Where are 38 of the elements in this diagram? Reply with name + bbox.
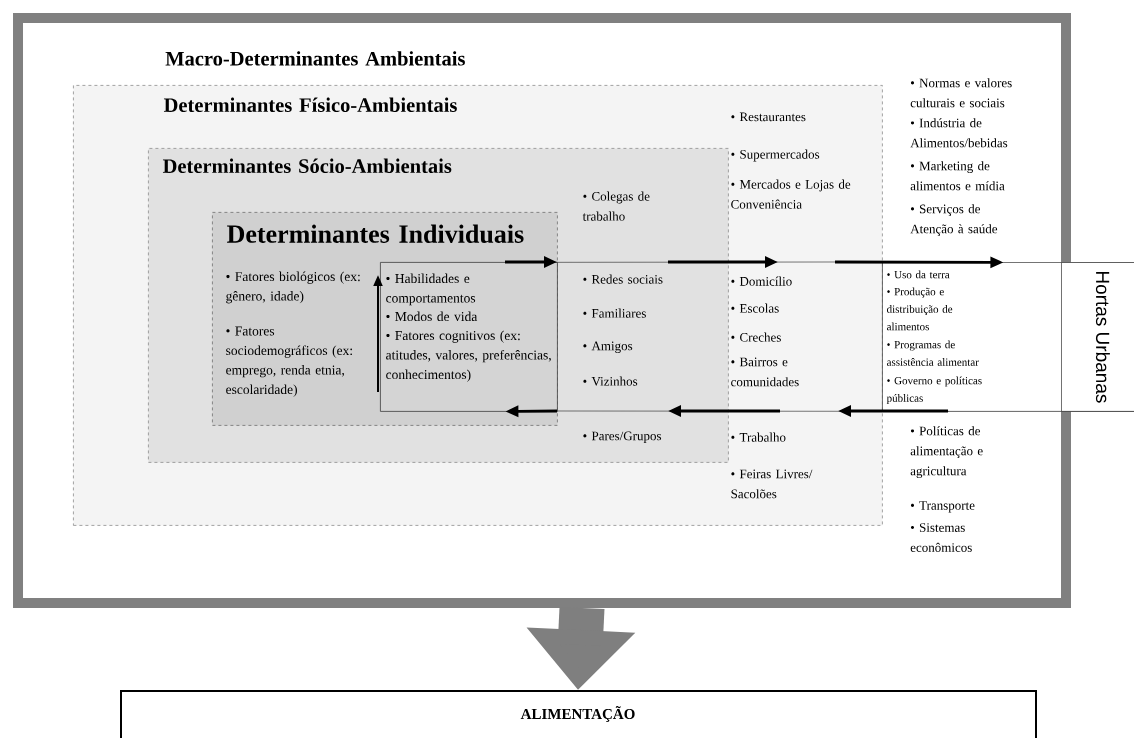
bullet-item: • Produção e distribuição de alimentos: [887, 287, 953, 331]
panel-heading: Determinantes Sócio-Ambientais: [162, 158, 452, 174]
panel-heading: Determinantes Físico-Ambientais: [163, 97, 457, 113]
bullet-item: • Domicílio: [731, 276, 792, 286]
bullet-item: • Marketing de alimentos e mídia: [910, 161, 1005, 191]
node-label: Hortas Urbanas: [1095, 271, 1110, 403]
bullet-item: • Fatores biológicos (ex: gênero, idade): [226, 271, 360, 304]
bullet-item: • Governo e políticas públicas: [886, 376, 982, 405]
panel-heading: Macro-Determinantes Ambientais: [165, 51, 465, 66]
bullet-item: • Bairros e comunidades: [731, 357, 799, 387]
bullet-item: • Mercados e Lojas de Conveniência: [731, 179, 851, 209]
bullet-item: • Trabalho: [731, 432, 786, 442]
bullet-item: • Transporte: [910, 501, 975, 513]
outcome-box: ALIMENTAÇÃO: [120, 690, 1037, 738]
bullet-item: • Fatores sociodemográficos (ex: emprego, renda etnia, escolaridade): [226, 326, 352, 397]
bullet-item: • Serviços de Atenção à saúde: [910, 204, 998, 236]
bullet-item: • Modos de vida: [386, 311, 478, 322]
bullet-item: • Supermercados: [731, 149, 820, 162]
bullet-item: • Vizinhos: [583, 376, 638, 386]
bullet-item: • Programas de assistência alimentar: [887, 340, 979, 366]
label-box: Hortas Urbanas: [1061, 262, 1134, 412]
bullet-item: • Uso da terra: [887, 270, 950, 279]
bullet-item: • Feiras Livres/ Sacolões: [731, 469, 813, 499]
bullet-item: • Habilidades e comportamentos: [386, 273, 476, 306]
bullet-item: • Redes sociais: [583, 274, 663, 284]
bullet-item: • Sistemas econômicos: [910, 523, 972, 552]
bullet-item: • Colegas de trabalho: [582, 191, 650, 221]
bullet-item: • Fatores cognitivos (ex: atitudes, valores, preferências, conhecimentos): [386, 330, 551, 382]
bullet-item: • Restaurantes: [731, 112, 806, 122]
bullet-item: • Familiares: [583, 308, 646, 318]
bullet-item: • Normas e valores culturais e sociais: [910, 78, 1012, 108]
bullet-item: • Amigos: [583, 341, 633, 353]
bullet-item: • Pares/Grupos: [583, 431, 662, 443]
bullet-item: • Indústria de Alimentos/bebidas: [910, 118, 1008, 148]
bullet-item: • Políticas de alimentação e agricultura: [910, 426, 983, 479]
panel-heading: Determinantes Individuais: [227, 224, 524, 243]
bullet-item: • Escolas: [731, 303, 779, 313]
bullet-item: • Creches: [731, 332, 781, 342]
